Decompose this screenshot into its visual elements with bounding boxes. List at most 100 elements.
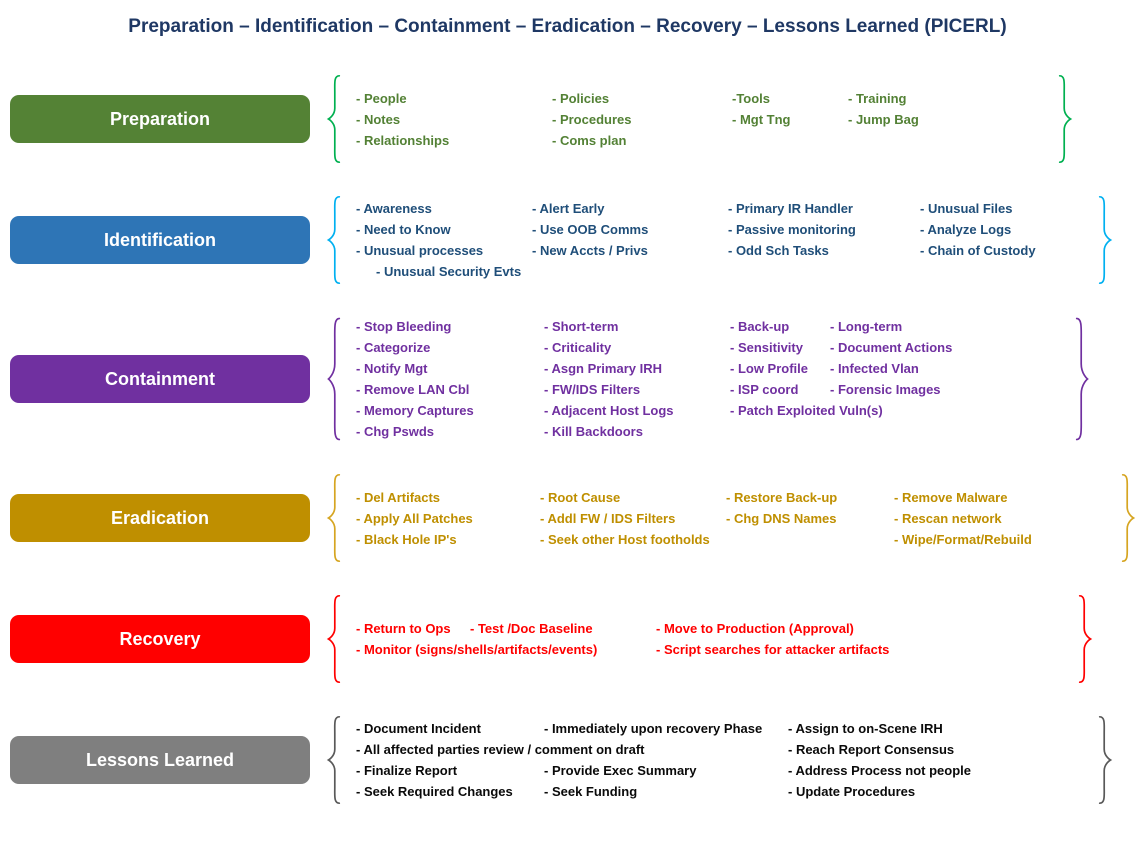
brace-left-icon bbox=[324, 74, 342, 164]
brace-left-icon bbox=[324, 195, 342, 285]
phase-row-lessons-learned: Lessons Learned - Document Incident - Im… bbox=[10, 715, 1115, 805]
brace-left-icon bbox=[324, 316, 342, 442]
phase-item: - Chain of Custody bbox=[920, 243, 1036, 258]
phase-item: - Seek Funding bbox=[544, 784, 638, 799]
phase-item: - Remove Malware bbox=[894, 489, 1008, 505]
phase-items-preparation: - People - Policies -Tools - Training - … bbox=[342, 88, 1057, 151]
phase-item: - Wipe/Format/Rebuild bbox=[894, 531, 1032, 547]
phase-item: - Adjacent Host Logs bbox=[544, 403, 674, 418]
phase-item: - Relationships bbox=[356, 132, 450, 148]
phase-item: - Seek other Host footholds bbox=[540, 531, 710, 547]
phase-item: - People bbox=[356, 90, 407, 106]
phase-item: - Stop Bleeding bbox=[356, 319, 452, 334]
phase-item: - Coms plan bbox=[552, 132, 627, 148]
phase-item: -Tools bbox=[732, 90, 771, 106]
phase-item: - Document Incident bbox=[356, 721, 481, 736]
phase-item: - Seek Required Changes bbox=[356, 784, 513, 799]
phase-items-identification: - Awareness - Alert Early - Primary IR H… bbox=[342, 198, 1097, 282]
phase-item: - Sensitivity bbox=[730, 340, 803, 355]
phase-item: - Use OOB Comms bbox=[532, 222, 649, 237]
phase-item: - Patch Exploited Vuln(s) bbox=[730, 403, 883, 418]
phase-item: - Training bbox=[848, 90, 907, 106]
brace-left-icon bbox=[324, 594, 342, 684]
phase-item: - Odd Sch Tasks bbox=[728, 243, 829, 258]
phase-item: - Addl FW / IDS Filters bbox=[540, 510, 676, 526]
brace-right-icon bbox=[1057, 74, 1075, 164]
phase-item: - Policies bbox=[552, 90, 610, 106]
phase-item: - Infected Vlan bbox=[830, 361, 919, 376]
phase-box-recovery: Recovery bbox=[10, 615, 310, 663]
phase-item: - Unusual processes bbox=[356, 243, 484, 258]
phase-item: - Long-term bbox=[830, 319, 903, 334]
phase-item: - Need to Know bbox=[356, 222, 451, 237]
phase-row-eradication: Eradication - Del Artifacts - Root Cause… bbox=[10, 473, 1138, 563]
phase-items-containment: - Stop Bleeding - Short-term - Back-up -… bbox=[342, 316, 1074, 442]
phase-items-recovery: - Return to Ops - Test /Doc Baseline - M… bbox=[342, 618, 1077, 660]
diagram-title: Preparation – Identification – Containme… bbox=[128, 16, 1007, 37]
phase-item: - Test /Doc Baseline bbox=[470, 621, 593, 636]
brace-left-icon bbox=[324, 715, 342, 805]
phase-item: - Assign to on-Scene IRH bbox=[788, 721, 943, 736]
phase-item: - Provide Exec Summary bbox=[544, 763, 697, 778]
brace-right-icon bbox=[1077, 594, 1095, 684]
phase-box-containment: Containment bbox=[10, 355, 310, 403]
phase-item: - Monitor (signs/shells/artifacts/events… bbox=[356, 642, 598, 657]
phase-item: - Criticality bbox=[544, 340, 612, 355]
phase-item: - All affected parties review / comment … bbox=[356, 742, 645, 757]
phase-item: - Categorize bbox=[356, 340, 431, 355]
phase-item: - Apply All Patches bbox=[356, 510, 473, 526]
phase-item: - Del Artifacts bbox=[356, 489, 441, 505]
phase-item: - Back-up bbox=[730, 319, 790, 334]
phase-item: - Move to Production (Approval) bbox=[656, 621, 854, 636]
phase-item: - Procedures bbox=[552, 111, 632, 127]
phase-box-identification: Identification bbox=[10, 216, 310, 264]
phase-item: - Passive monitoring bbox=[728, 222, 856, 237]
phase-item: - Asgn Primary IRH bbox=[544, 361, 662, 376]
brace-right-icon bbox=[1097, 195, 1115, 285]
phase-item: - Chg Pswds bbox=[356, 424, 435, 439]
phase-item: - Short-term bbox=[544, 319, 619, 334]
phase-box-eradication: Eradication bbox=[10, 494, 310, 542]
phase-item: - Analyze Logs bbox=[920, 222, 1012, 237]
phase-row-recovery: Recovery - Return to Ops - Test /Doc Bas… bbox=[10, 594, 1095, 684]
phase-item: - Memory Captures bbox=[356, 403, 474, 418]
phase-item: - Immediately upon recovery Phase bbox=[544, 721, 763, 736]
brace-right-icon bbox=[1097, 715, 1115, 805]
phase-item: - ISP coord bbox=[730, 382, 799, 397]
phase-item: - Low Profile bbox=[730, 361, 808, 376]
phase-item: - Unusual Security Evts bbox=[376, 264, 522, 279]
phase-row-preparation: Preparation - People - Policies -Tools -… bbox=[10, 74, 1075, 164]
phase-item: - Root Cause bbox=[540, 489, 621, 505]
phase-item: - Jump Bag bbox=[848, 111, 919, 127]
phase-item: - Kill Backdoors bbox=[544, 424, 643, 439]
phase-row-containment: Containment - Stop Bleeding - Short-term… bbox=[10, 316, 1092, 442]
phase-box-lessons-learned: Lessons Learned bbox=[10, 736, 310, 784]
phase-item: - Black Hole IP's bbox=[356, 531, 457, 547]
phase-item: - Notify Mgt bbox=[356, 361, 428, 376]
phase-item: - Restore Back-up bbox=[726, 489, 838, 505]
phase-row-identification: Identification - Awareness - Alert Early… bbox=[10, 195, 1115, 285]
phase-item: - FW/IDS Filters bbox=[544, 382, 641, 397]
phase-item: - Chg DNS Names bbox=[726, 510, 837, 526]
phase-item: - Mgt Tng bbox=[732, 111, 791, 127]
phase-items-lessons-learned: - Document Incident - Immediately upon r… bbox=[342, 718, 1097, 802]
phase-item: - Update Procedures bbox=[788, 784, 916, 799]
phase-item: - Forensic Images bbox=[830, 382, 941, 397]
phase-box-preparation: Preparation bbox=[10, 95, 310, 143]
phase-item: - Finalize Report bbox=[356, 763, 458, 778]
phase-item: - Reach Report Consensus bbox=[788, 742, 955, 757]
phase-item: - New Accts / Privs bbox=[532, 243, 648, 258]
phase-item: - Unusual Files bbox=[920, 201, 1013, 216]
phase-item: - Return to Ops bbox=[356, 621, 451, 636]
phase-item: - Document Actions bbox=[830, 340, 953, 355]
brace-left-icon bbox=[324, 473, 342, 563]
phase-item: - Alert Early bbox=[532, 201, 605, 216]
phase-item: - Rescan network bbox=[894, 510, 1002, 526]
phase-items-eradication: - Del Artifacts - Root Cause - Restore B… bbox=[342, 487, 1120, 550]
brace-right-icon bbox=[1074, 316, 1092, 442]
phase-item: - Awareness bbox=[356, 201, 432, 216]
brace-right-icon bbox=[1120, 473, 1138, 563]
phase-item: - Remove LAN Cbl bbox=[356, 382, 470, 397]
phase-item: - Address Process not people bbox=[788, 763, 972, 778]
